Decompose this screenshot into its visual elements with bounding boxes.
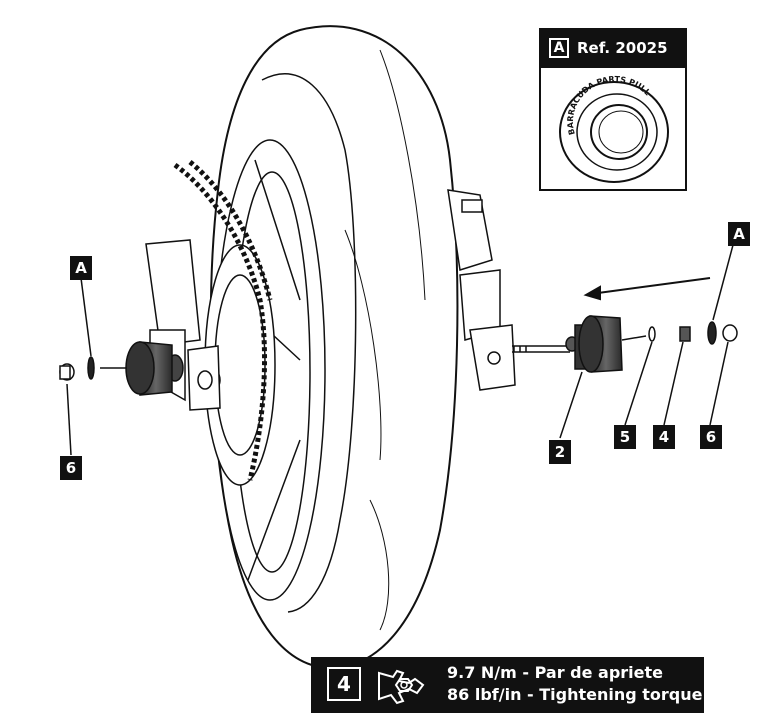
reference-letter: A	[549, 38, 569, 58]
callout-2: 2	[549, 440, 571, 464]
callout-6-left: 6	[60, 456, 82, 480]
torque-panel: 4 9.7 N/m - Par de apriete 86 lbf/in - T…	[311, 657, 704, 713]
callout-4: 4	[653, 425, 675, 449]
torque-line-imperial: 86 lbf/in - Tightening torque	[447, 685, 703, 704]
torque-line-metric: 9.7 N/m - Par de apriete	[447, 663, 664, 682]
axle-block-left	[187, 345, 221, 411]
chain	[173, 160, 273, 481]
torque-step-number: 4	[327, 667, 361, 701]
callout-6-right: 6	[700, 425, 722, 449]
right-small-parts	[621, 321, 738, 345]
brake-caliper	[447, 189, 493, 271]
callout-5: 5	[614, 425, 636, 449]
wrench-nut-icon	[378, 669, 425, 705]
leader-lines	[66, 244, 734, 456]
reference-panel: A Ref. 20025 BARRACUDA PARTS PULL	[539, 28, 687, 191]
frame-slider-right	[565, 315, 623, 373]
left-cap-parts	[59, 356, 127, 381]
reference-text: Ref. 20025	[577, 39, 668, 57]
seal-cap-icon: BARRACUDA PARTS PULL	[559, 75, 669, 183]
callout-a-right: A	[728, 222, 750, 246]
axle-bolt-right	[512, 345, 570, 353]
direction-arrow	[583, 277, 711, 301]
reference-header: A Ref. 20025	[541, 30, 685, 68]
callout-a-left: A	[70, 256, 92, 280]
frame-slider-left	[125, 341, 184, 396]
swingarm-right	[459, 269, 516, 391]
